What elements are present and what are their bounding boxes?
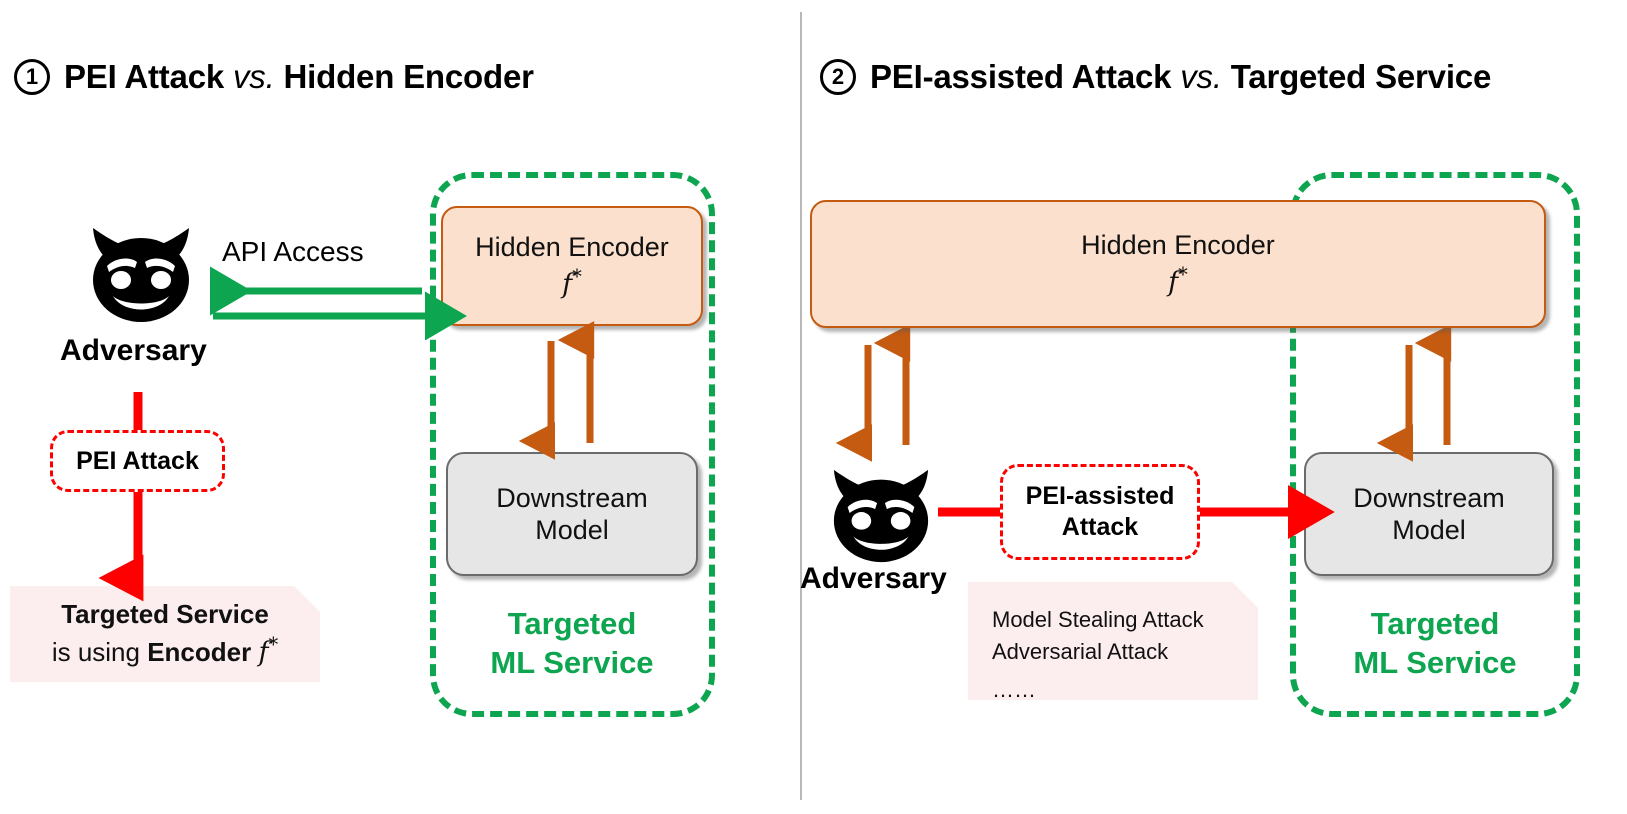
attack-type-ellipsis: ……	[992, 676, 1036, 702]
panel-1-title-text: PEI Attack vs. Hidden Encoder	[64, 58, 534, 96]
downstream-model-box-1: Downstream Model	[446, 452, 698, 576]
panel-2-title-pre: PEI-assisted Attack	[870, 58, 1181, 95]
panel-divider	[800, 12, 802, 800]
adversary-label-2: Adversary	[800, 562, 947, 595]
downstream-model-box-2: Downstream Model	[1304, 452, 1554, 576]
pei-attack-box[interactable]: PEI Attack	[50, 430, 225, 492]
note-rest-pre: is using	[51, 636, 148, 667]
panel-2-title-vs: vs.	[1180, 58, 1222, 95]
note-strong-line: Targeted Service	[61, 598, 269, 629]
circled-number-two-icon: 2	[820, 59, 856, 95]
adversary-label-1: Adversary	[60, 334, 207, 367]
targeted-ml-service-container-1	[430, 172, 715, 717]
hidden-encoder-symbol-2: f*	[1168, 262, 1188, 298]
panel-1-title-vs: vs.	[232, 58, 275, 95]
hidden-encoder-title-1: Hidden Encoder	[475, 232, 669, 263]
panel-2-title: 2 PEI-assisted Attack vs. Targeted Servi…	[820, 58, 1491, 96]
pei-attack-result-note: Targeted Service is using Encoder f*	[10, 586, 320, 682]
note-rest-symbol: f*	[258, 632, 279, 668]
devil-face-icon-1	[85, 218, 197, 331]
attack-types-note: Model Stealing Attack Adversarial Attack…	[968, 582, 1258, 700]
hidden-encoder-symbol-1: f*	[562, 264, 582, 300]
hidden-encoder-box-2: Hidden Encoder f*	[810, 200, 1546, 328]
devil-face-icon-2	[826, 460, 936, 571]
hidden-encoder-title-2: Hidden Encoder	[1081, 230, 1275, 261]
targeted-ml-service-label-1: Targeted ML Service	[490, 606, 654, 680]
api-access-label: API Access	[222, 236, 364, 267]
panel-1-title-post: Hidden Encoder	[274, 58, 534, 95]
panel-1-title: 1 PEI Attack vs. Hidden Encoder	[14, 58, 534, 96]
attack-type-item: Adversarial Attack	[992, 638, 1169, 664]
panel-2-title-post: Targeted Service	[1221, 58, 1492, 95]
circled-number-one-icon: 1	[14, 59, 50, 95]
targeted-ml-service-label-2: Targeted ML Service	[1353, 606, 1517, 680]
attack-type-item: Model Stealing Attack	[992, 607, 1204, 632]
hidden-encoder-box-1: Hidden Encoder f*	[441, 206, 703, 326]
panel-2-title-text: PEI-assisted Attack vs. Targeted Service	[870, 58, 1491, 96]
note-rest-strong: Encoder	[147, 636, 252, 667]
pei-assisted-attack-box[interactable]: PEI-assisted Attack	[1000, 464, 1200, 560]
note-second-line: is using Encoder f*	[52, 632, 278, 671]
panel-1-title-pre: PEI Attack	[64, 58, 233, 95]
targeted-ml-service-container-2	[1290, 172, 1580, 717]
